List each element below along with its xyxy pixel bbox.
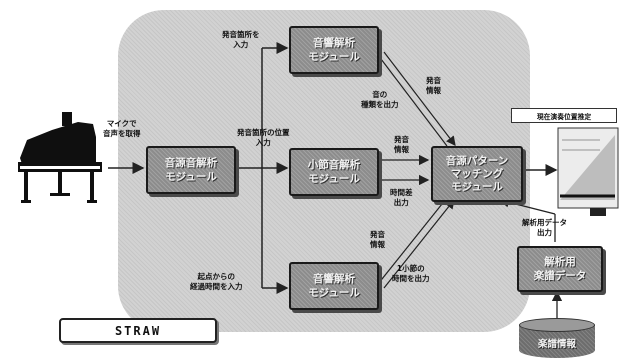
label-line1: 1小節の [392, 264, 430, 274]
label-line1: 音の [361, 90, 399, 100]
module-label-line1: 音響解析 [313, 272, 355, 286]
label-line1: 発音 [370, 230, 385, 240]
label-line2: 情報 [394, 145, 409, 155]
module-label-line2: モジュール [308, 286, 360, 300]
module-label-line2: 楽譜データ [534, 269, 587, 283]
database-label: 楽譜情報 [519, 336, 595, 350]
sound-source-analysis-module: 音源音解析 モジュール [146, 146, 236, 194]
measure-time-label: 1小節の 時間を出力 [392, 264, 430, 284]
label-line2: 出力 [390, 198, 413, 208]
label-line2: 情報 [426, 86, 441, 96]
module-label-line1: 解析用 [544, 255, 576, 269]
bottom-input-label: 起点からの 経過時間を入力 [190, 272, 243, 292]
label-line1: 発音箇所の位置 [237, 128, 290, 138]
label-line1: 解析用データ [522, 218, 567, 228]
label-line2: 種類を出力 [361, 100, 399, 110]
label-line1: 発音 [426, 76, 441, 86]
module-label-line2: モジュール [308, 50, 360, 64]
label-line2: 音声を取得 [103, 129, 141, 139]
score-info-database: 楽譜情報 [519, 318, 595, 358]
label-line1: 発音 [394, 135, 409, 145]
label-line2: 情報 [370, 240, 385, 250]
database-top [519, 318, 595, 332]
module-label-line1: 音源パターン [446, 155, 508, 168]
label-line1: 発音箇所を [222, 30, 260, 40]
pitch-analysis-module-bottom: 音響解析 モジュール [289, 262, 379, 310]
label-line2: 入力 [237, 138, 290, 148]
module-label-line2: モジュール [308, 172, 360, 186]
module-label-line3: モジュール [451, 181, 503, 194]
top-input-label: 発音箇所を 入力 [222, 30, 260, 50]
pitch-output-label: 音の 種類を出力 [361, 90, 399, 110]
label-line1: マイクで [103, 119, 141, 129]
score-data-module: 解析用 楽譜データ [517, 246, 603, 292]
module-label-line1: 音源音解析 [165, 156, 218, 170]
sound-info-top-label: 発音 情報 [426, 76, 441, 96]
time-diff-label: 時間差 出力 [390, 188, 413, 208]
straw-title-box: STRAW [59, 318, 217, 343]
label-line2: 出力 [522, 228, 567, 238]
sound-info-low-label: 発音 情報 [370, 230, 385, 250]
measure-analysis-module: 小節音解析 モジュール [289, 148, 379, 196]
sound-info-mid-label: 発音 情報 [394, 135, 409, 155]
piano-icon [18, 112, 102, 203]
current-position-label: 現在演奏位置推定 [511, 108, 617, 123]
score-out-label: 解析用データ 出力 [522, 218, 567, 238]
module-label-line1: 小節音解析 [308, 158, 361, 172]
middle-input-label: 発音箇所の位置 入力 [237, 128, 290, 148]
module-label-line2: マッチング [451, 168, 504, 181]
label-line2: 経過時間を入力 [190, 282, 243, 292]
pitch-analysis-module-top: 音響解析 モジュール [289, 26, 379, 74]
label-line1: 時間差 [390, 188, 413, 198]
mic-input-label: マイクで 音声を取得 [103, 119, 141, 139]
module-label-line1: 音響解析 [313, 36, 355, 50]
label-line1: 起点からの [190, 272, 243, 282]
module-label-line2: モジュール [165, 170, 217, 184]
pattern-matching-module: 音源パターン マッチング モジュール [431, 146, 523, 202]
label-line2: 入力 [222, 40, 260, 50]
score-display-icon [558, 128, 618, 216]
label-line2: 時間を出力 [392, 274, 430, 284]
